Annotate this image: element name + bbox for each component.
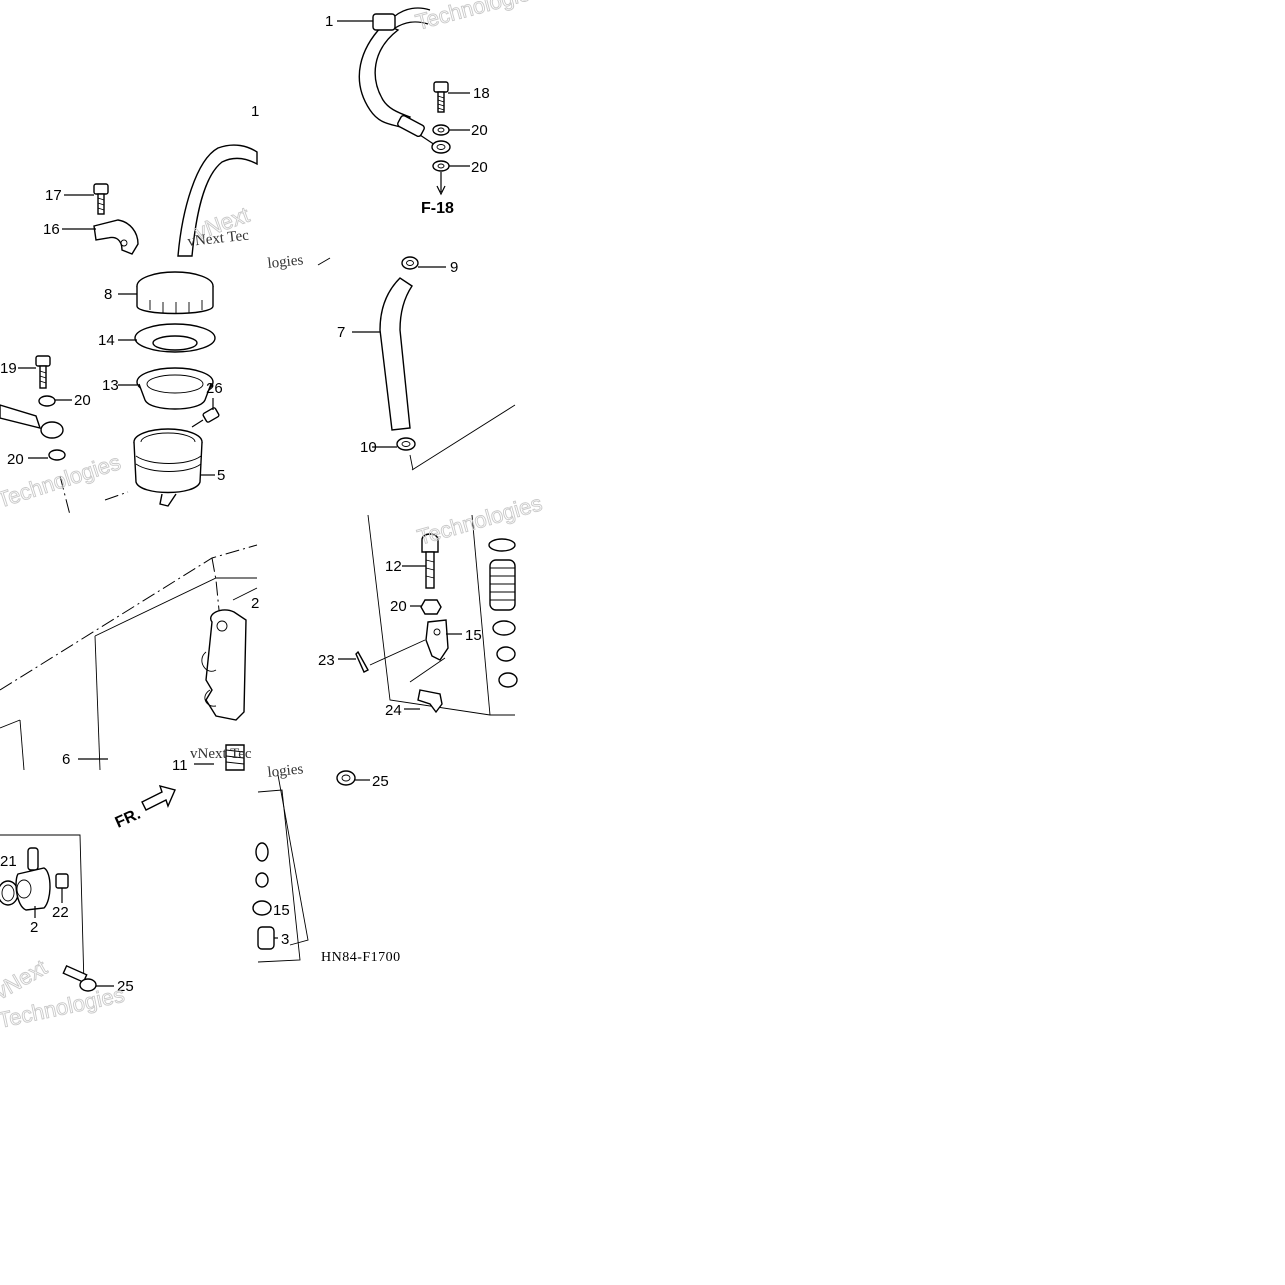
- washer-20: [48, 449, 66, 461]
- screw-26: [191, 407, 220, 428]
- watermark-text: Technologies: [414, 490, 544, 549]
- callout-2: 2: [251, 595, 259, 612]
- screw-22: [55, 873, 69, 889]
- push-rod-11: [421, 533, 439, 589]
- diaphragm-plate-13: [134, 323, 216, 353]
- brake-pipe-stub: [0, 404, 42, 429]
- watermark-text: logies: [267, 252, 304, 272]
- callout-18: 18: [473, 85, 490, 102]
- reservoir-cap-7: [136, 271, 214, 315]
- watermark-text: Technologies: [413, 0, 544, 35]
- callout-14: 15: [273, 902, 290, 919]
- callout-9: 10: [360, 439, 377, 456]
- callout-23: 23: [318, 652, 335, 669]
- callout-1: 1: [325, 13, 333, 30]
- callout-10: 11: [172, 757, 188, 774]
- callout-26: 26: [206, 380, 223, 397]
- callout-19: 20: [390, 598, 407, 615]
- piston-seals: [488, 538, 518, 688]
- callout-18: 19: [0, 360, 17, 377]
- callout-6: 7: [337, 324, 345, 341]
- callout-20: 20: [7, 451, 24, 468]
- reference-f18: F-18: [421, 200, 454, 217]
- washer-20-lower: [432, 160, 450, 172]
- callout-21: 21: [0, 853, 17, 870]
- callout-15: 15: [465, 627, 482, 644]
- callout-20: 20: [471, 159, 488, 176]
- washer-20-upper: [432, 124, 450, 136]
- master-cylinder-body: [201, 609, 247, 721]
- cotter-pin-23: [355, 650, 369, 673]
- seal-set: [252, 842, 275, 950]
- bolt-25-lower: [62, 964, 97, 992]
- tile-master-cylinder: 6 11 2 vNext Tec FR.: [0, 544, 259, 832]
- bolt-18-upper: [433, 81, 449, 113]
- watermark-text: vNext: [0, 955, 51, 1005]
- banjo-bolt-fitting: [40, 421, 64, 439]
- tile-joint: 21 2 22 25 vNext Technologies: [0, 834, 134, 1033]
- callout-20: 20: [74, 392, 91, 409]
- clamp-bracket-16: [93, 219, 139, 255]
- callout-11: 12: [385, 558, 402, 575]
- tile-hose-upper: 1 18 20 20 F-18 Technologies: [325, 0, 544, 217]
- tile-hose-bracket: 17 16 1 vNext vNext Tec: [43, 103, 259, 257]
- nut-19: [420, 599, 442, 615]
- callout-8: 9: [450, 259, 458, 276]
- tile-pushrod: 12 20 15 23 24 Technologies: [318, 490, 545, 719]
- clevis-15: [425, 619, 449, 661]
- watermark-text: logies: [267, 761, 304, 781]
- brake-hose-upper: [358, 23, 412, 129]
- banjo-fitting: [431, 140, 451, 154]
- callout-25: 25: [372, 773, 389, 790]
- reservoir-body-5: [133, 428, 203, 507]
- nut-25-upper: [336, 770, 356, 786]
- callout-3: 3: [281, 931, 289, 948]
- callout-2: 2: [30, 919, 38, 936]
- callout-22: 22: [52, 904, 69, 921]
- bolt-18-lower: [35, 355, 51, 389]
- hose-clip-9: [396, 437, 416, 451]
- watermark-text: vNext Tec: [190, 746, 252, 762]
- hose-fitting: [397, 114, 425, 138]
- tile-reservoir-hose: 9 7 10: [337, 256, 516, 471]
- tile-piston-parts: 25 15 3 HN84-F1700 logies: [252, 761, 401, 965]
- callout-5: 5: [217, 467, 225, 484]
- callout-12: 13: [102, 377, 119, 394]
- washer-20: [38, 395, 56, 407]
- brake-hose-left: [177, 144, 258, 257]
- callout-20: 20: [471, 122, 488, 139]
- callout-16: 16: [43, 221, 60, 238]
- callout-25: 25: [117, 978, 134, 995]
- reservoir-hose-6: [379, 277, 413, 431]
- hose-clip-8: [401, 256, 419, 270]
- diaphragm-12: [136, 367, 214, 410]
- tile-reservoir: 8 14 13 26 5 19 20 20 logies Technologie…: [0, 252, 331, 516]
- callout-1: 1: [251, 103, 259, 120]
- callout-7: 8: [104, 286, 112, 303]
- diagram-code: HN84-F1700: [321, 950, 401, 965]
- watermark-text: vNext Tec: [187, 228, 250, 250]
- bolt-17: [93, 183, 109, 215]
- callout-4: 6: [62, 751, 70, 768]
- hose-joint-2: [15, 847, 51, 911]
- callout-13: 14: [98, 332, 115, 349]
- front-marker-label: FR.: [113, 806, 143, 832]
- hose-clamp-1: [372, 13, 396, 31]
- front-direction-arrow: FR.: [113, 784, 176, 832]
- callout-17: 17: [45, 187, 62, 204]
- callout-24: 24: [385, 702, 402, 719]
- spring-10: [225, 744, 245, 771]
- pin-24: [417, 689, 443, 714]
